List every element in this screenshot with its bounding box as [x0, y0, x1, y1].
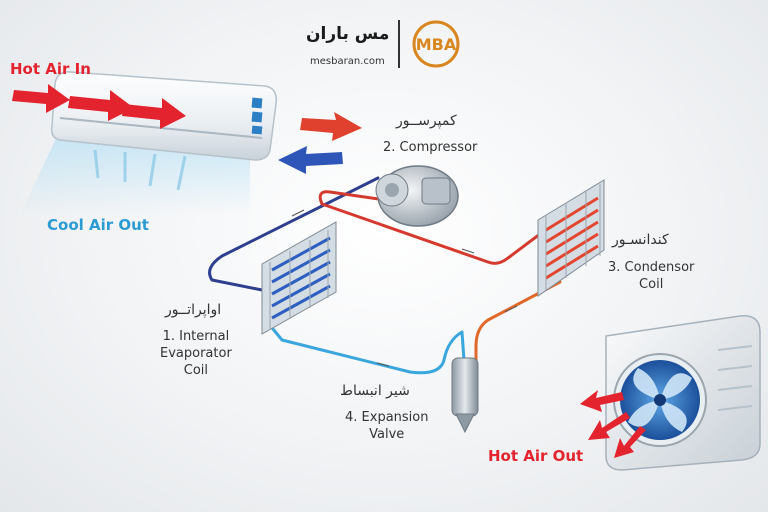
expansion-valve-label-fa: شیر انبساط — [340, 383, 410, 399]
evaporator-label-en: 1. Internal Evaporator Coil — [160, 328, 232, 379]
hot-air-out-arrows — [580, 390, 646, 458]
logo-text: MBA — [416, 35, 457, 54]
compressor-label-en: 2. Compressor — [383, 139, 477, 156]
brand-name: مس باران — [306, 24, 390, 44]
hot-air-out-label: Hot Air Out — [488, 447, 584, 465]
cool-air-out-label: Cool Air Out — [47, 216, 149, 234]
suction-line-pipe — [208, 176, 380, 292]
mba-logo: MBA — [412, 20, 460, 68]
liquid-line-pipe — [474, 280, 562, 362]
expansion-valve-label-line: 4. Expansion — [345, 410, 429, 425]
brand-url: mesbaran.com — [310, 56, 385, 67]
hot-flow-arrow — [300, 112, 362, 141]
flow-direction-marks — [291, 209, 518, 367]
condenser-label-line: 3. Condensor — [608, 260, 695, 275]
expansion-valve — [451, 357, 479, 434]
expansion-valve-label-line: Valve — [369, 427, 405, 442]
condenser-label-fa: کندانسـور — [612, 232, 669, 248]
evaporator-label-fa: اواپراتــور — [165, 302, 222, 318]
hot-air-in-arrows — [12, 84, 186, 129]
hot-air-in-label: Hot Air In — [10, 60, 91, 78]
compressor — [375, 165, 459, 227]
compressor-label-fa: کمپرســور — [396, 113, 457, 129]
cold-flow-arrow — [278, 146, 343, 174]
discharge-line-pipe — [318, 190, 550, 265]
evaporator-label-line: Coil — [183, 363, 209, 378]
condenser-label-line: Coil — [639, 277, 664, 292]
evaporator-coil — [261, 221, 337, 335]
evaporator-label-line: 1. Internal — [162, 329, 230, 344]
evaporator-return-pipe — [262, 316, 466, 375]
evaporator-label-line: Evaporator — [160, 346, 232, 361]
expansion-valve-label-en: 4. Expansion Valve — [345, 409, 428, 443]
header-divider — [398, 20, 400, 68]
condenser-label-en: 3. Condensor Coil — [608, 259, 694, 293]
compressor-label-line: 2. Compressor — [383, 140, 478, 155]
condenser-coil — [537, 179, 605, 297]
